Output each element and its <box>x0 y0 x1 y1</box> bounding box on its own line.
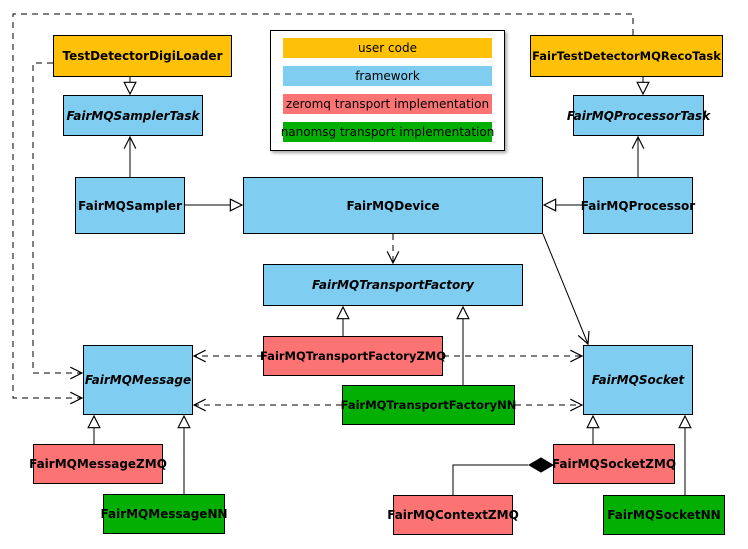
node-fairmq-transport-factory: FairMQTransportFactory <box>263 264 523 306</box>
node-fairmq-socket: FairMQSocket <box>583 345 693 415</box>
node-fairmq-sampler-task: FairMQSamplerTask <box>63 95 203 136</box>
node-fairmq-transport-factory-zmq: FairMQTransportFactoryZMQ <box>260 336 446 376</box>
legend-item-zeromq: zeromq transport implementation <box>283 94 492 114</box>
node-fair-test-detector-mq-reco-task: FairTestDetectorMQRecoTask <box>530 35 723 77</box>
legend-item-framework: framework <box>283 66 492 86</box>
node-fairmq-message-zmq: FairMQMessageZMQ <box>29 444 167 484</box>
node-fairmq-device: FairMQDevice <box>243 177 543 234</box>
node-fairmq-socket-nn: FairMQSocketNN <box>603 495 725 535</box>
legend: user code framework zeromq transport imp… <box>270 30 505 151</box>
node-fairmq-socket-zmq: FairMQSocketZMQ <box>552 444 676 484</box>
node-fairmq-transport-factory-nn: FairMQTransportFactoryNN <box>341 385 516 425</box>
node-fairmq-message: FairMQMessage <box>83 345 193 415</box>
node-fairmq-context-zmq: FairMQContextZMQ <box>387 495 519 535</box>
node-fairmq-processor-task: FairMQProcessorTask <box>567 95 710 136</box>
legend-item-user-code: user code <box>283 38 492 58</box>
node-fairmq-processor: FairMQProcessor <box>581 177 695 234</box>
legend-item-nanomsg: nanomsg transport implementation <box>281 122 494 142</box>
node-fairmq-sampler: FairMQSampler <box>75 177 185 234</box>
node-fairmq-message-nn: FairMQMessageNN <box>100 494 228 534</box>
node-test-detector-digi-loader: TestDetectorDigiLoader <box>53 35 232 77</box>
